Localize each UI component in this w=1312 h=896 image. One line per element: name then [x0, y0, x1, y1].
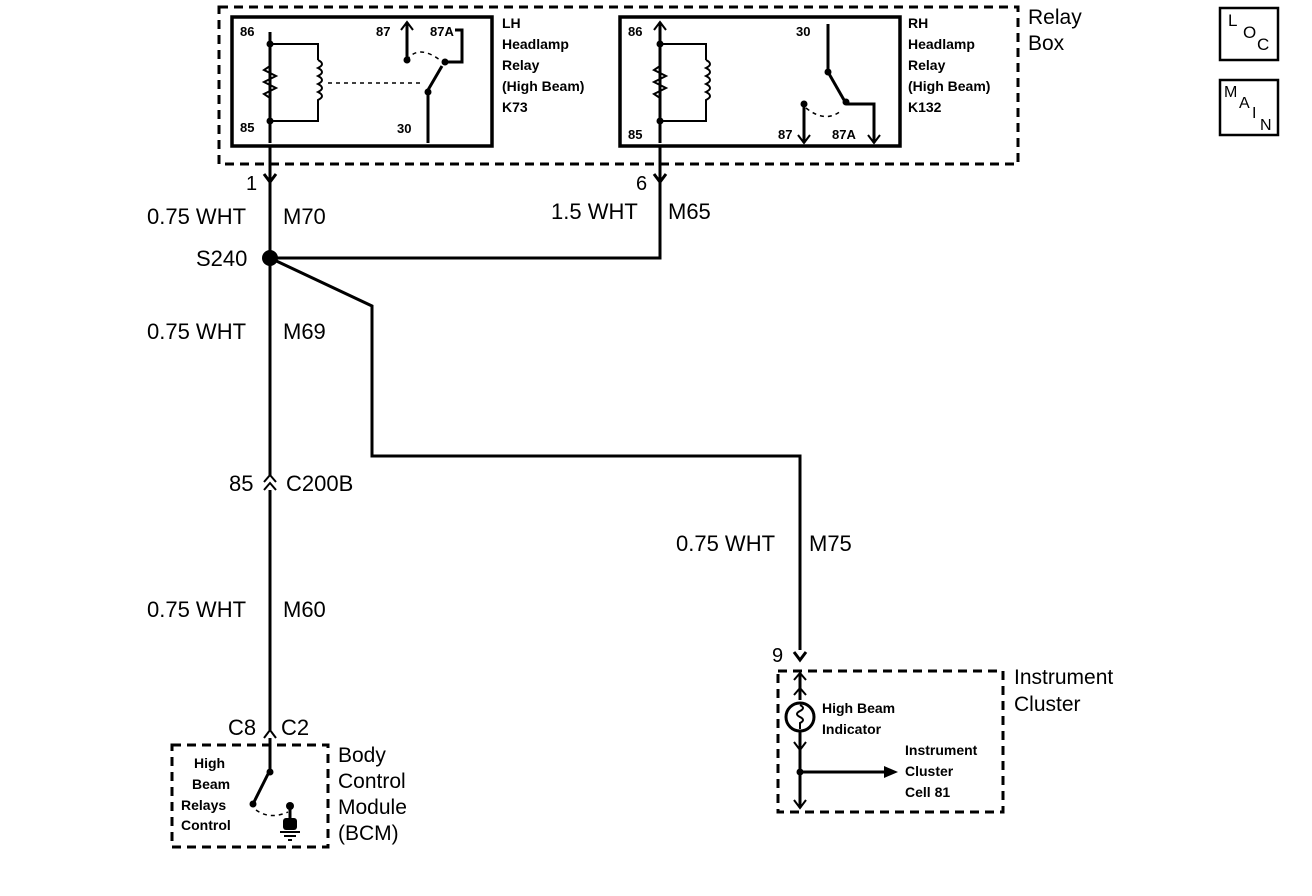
- connector-pin6-label: 6: [636, 173, 647, 195]
- wire-m70-gauge: 0.75 WHT: [147, 204, 246, 229]
- wire-m75: [269, 256, 802, 650]
- lh-pin-85: 85: [240, 120, 254, 135]
- lh-relay-box: [230, 15, 494, 148]
- rh-relay-box: [618, 15, 902, 148]
- wire-m69-circuit: M69: [283, 319, 326, 344]
- wire-m65: [270, 146, 662, 260]
- rh-relay-coil: [651, 20, 711, 143]
- connector-c200b-symbol: [263, 473, 277, 483]
- lh-pin-30: 30: [397, 121, 411, 136]
- svg-text:O: O: [1243, 23, 1256, 42]
- svg-text:N: N: [1260, 117, 1272, 134]
- connector-c200b-pin: 85: [229, 471, 253, 496]
- bcm-switch: [249, 744, 294, 822]
- connector-ic-pin: 9: [772, 645, 783, 667]
- ic-internal-wiring: [793, 671, 898, 810]
- rh-pin-30: 30: [796, 24, 810, 39]
- rh-pin-86: 86: [628, 24, 642, 39]
- wire-m75-gauge: 0.75 WHT: [676, 531, 775, 556]
- rh-pin-87: 87: [778, 127, 792, 142]
- wire-m75-circuit: M75: [809, 531, 852, 556]
- svg-text:I: I: [1252, 105, 1256, 122]
- ground-icon: [280, 818, 300, 841]
- main-badge[interactable]: M A I N: [1218, 78, 1280, 137]
- svg-text:A: A: [1239, 95, 1250, 112]
- connector-ic-symbol: [792, 651, 808, 663]
- wire-m70-circuit: M70: [283, 204, 326, 229]
- connector-bcm-symbol: [263, 728, 277, 739]
- wire-m60-gauge: 0.75 WHT: [147, 597, 246, 622]
- wire-m60-circuit: M60: [283, 597, 326, 622]
- high-beam-indicator-label: High Beam Indicator: [822, 700, 899, 737]
- svg-text:M: M: [1224, 84, 1237, 101]
- bcm-title: Body Control Module (BCM): [338, 744, 413, 845]
- bcm-inner-label: High Beam Relays Control: [181, 755, 234, 833]
- instrument-cluster-title: Instrument Cluster: [1014, 666, 1119, 716]
- bcm-enclosure: [170, 743, 330, 849]
- connector-c200b-name: C200B: [286, 471, 353, 496]
- instrument-cluster-enclosure: [776, 669, 1005, 814]
- ic-cell-label: Instrument Cluster Cell 81: [905, 742, 981, 800]
- relay-box-enclosure: [217, 5, 1020, 166]
- lh-pin-87: 87: [376, 24, 390, 39]
- lh-pin-86: 86: [240, 24, 254, 39]
- wire-m69-gauge: 0.75 WHT: [147, 319, 246, 344]
- rh-pin-87a: 87A: [832, 127, 856, 142]
- connector-bcm-conn: C2: [281, 715, 309, 740]
- rh-relay-switch: [797, 24, 881, 145]
- loc-badge[interactable]: L O C: [1218, 6, 1280, 62]
- wire-m65-gauge: 1.5 WHT: [551, 199, 638, 224]
- lh-pin-87a: 87A: [430, 24, 454, 39]
- rh-pin-85: 85: [628, 127, 642, 142]
- svg-text:L: L: [1228, 11, 1237, 30]
- high-beam-indicator-bulb-icon: [784, 701, 816, 733]
- lh-relay-coil: [261, 32, 420, 143]
- connector-pin1-label: 1: [246, 173, 257, 195]
- svg-text:C: C: [1257, 35, 1269, 54]
- rh-relay-label: RH Headlamp Relay (High Beam) K132: [908, 15, 994, 115]
- connector-bcm-pin: C8: [228, 715, 256, 740]
- splice-s240-label: S240: [196, 246, 247, 271]
- wire-m65-circuit: M65: [668, 199, 711, 224]
- lh-relay-switch: [400, 20, 464, 143]
- lh-relay-label: LH Headlamp Relay (High Beam) K73: [502, 15, 588, 115]
